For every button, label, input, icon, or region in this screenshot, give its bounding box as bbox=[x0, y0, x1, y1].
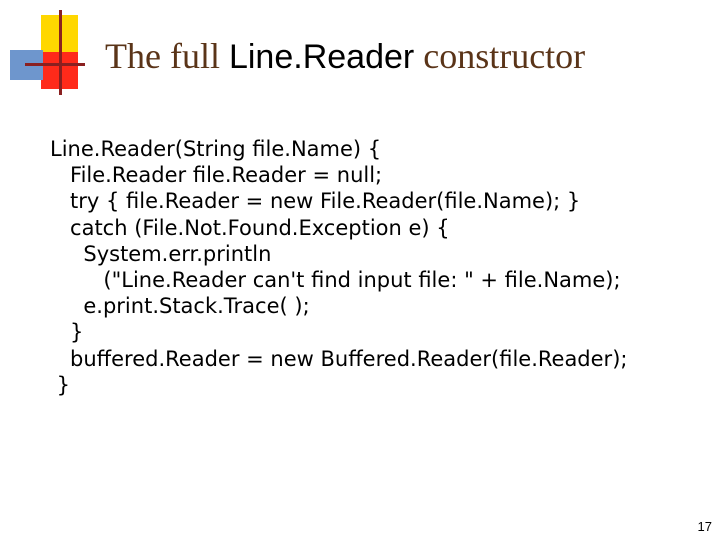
code-line: System.err.println bbox=[50, 241, 272, 266]
code-line: try { file.Reader = new File.Reader(file… bbox=[50, 189, 581, 214]
decorative-logo bbox=[0, 0, 100, 100]
page-number: 17 bbox=[697, 519, 712, 534]
title-class-name: Line.Reader bbox=[228, 38, 415, 76]
title-prefix: The full bbox=[105, 36, 229, 76]
code-line: catch (File.Not.Found.Exception e) { bbox=[50, 215, 450, 240]
code-line: buffered.Reader = new Buffered.Reader(fi… bbox=[50, 346, 628, 371]
code-line: Line.Reader(String file.Name) { bbox=[50, 137, 382, 161]
code-line: e.print.Stack.Trace( ); bbox=[50, 294, 310, 319]
horizontal-line bbox=[25, 63, 85, 66]
code-block: Line.Reader(String file.Name) { File.Rea… bbox=[50, 136, 627, 398]
code-line: } bbox=[50, 372, 71, 397]
code-line: } bbox=[50, 320, 84, 345]
code-line: File.Reader file.Reader = null; bbox=[50, 163, 383, 188]
title-suffix: constructor bbox=[414, 36, 586, 76]
code-line: ("Line.Reader can't find input file: " +… bbox=[50, 267, 621, 292]
slide-title: The full Line.Reader constructor bbox=[105, 34, 585, 79]
vertical-line bbox=[59, 10, 62, 95]
